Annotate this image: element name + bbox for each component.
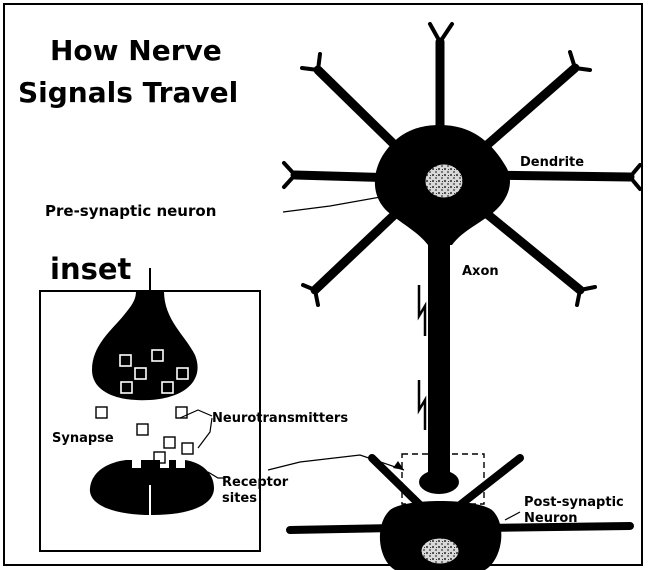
label-neurotransmitters: Neurotransmitters bbox=[212, 411, 348, 426]
pre-synaptic-nucleus bbox=[425, 164, 463, 198]
signal-arrow-icons bbox=[419, 285, 425, 430]
post-synaptic-nucleus bbox=[421, 538, 459, 564]
title-line-1: How Nerve bbox=[50, 34, 222, 67]
inset-postsynaptic-membrane bbox=[90, 460, 214, 515]
label-receptor-1: Receptor bbox=[222, 475, 289, 490]
inset-title: inset bbox=[50, 252, 132, 286]
label-post-synaptic-2: Neuron bbox=[524, 511, 578, 526]
label-axon: Axon bbox=[462, 264, 499, 279]
label-dendrite: Dendrite bbox=[520, 155, 584, 170]
label-synapse: Synapse bbox=[52, 431, 114, 446]
title-line-2: Signals Travel bbox=[18, 76, 238, 109]
axon-terminal bbox=[419, 470, 459, 494]
label-receptor-2: sites bbox=[222, 491, 257, 506]
label-pre-synaptic: Pre-synaptic neuron bbox=[45, 202, 216, 220]
axon bbox=[428, 240, 450, 480]
label-post-synaptic-1: Post-synaptic bbox=[524, 495, 624, 510]
